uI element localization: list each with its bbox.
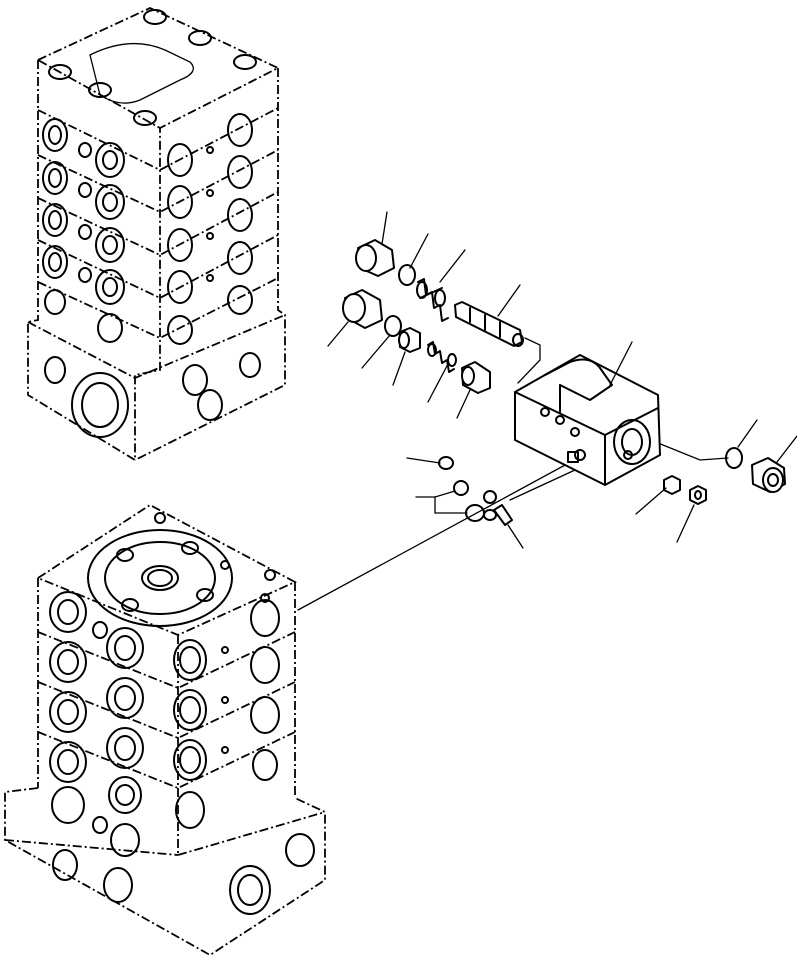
callout-leaders <box>327 211 797 549</box>
spring-small <box>427 341 457 373</box>
plug-large-upper <box>355 239 395 277</box>
plug-large-lower <box>342 289 383 329</box>
plug-right <box>751 457 786 493</box>
o-ring-set <box>438 456 513 526</box>
o-ring-upper <box>398 264 416 286</box>
o-ring-right <box>725 447 743 469</box>
small-plug-right <box>663 475 707 505</box>
piston <box>461 361 491 394</box>
assembly-lines <box>297 337 729 611</box>
spool <box>454 301 524 347</box>
sleeve <box>398 327 421 353</box>
o-ring-lower <box>384 315 402 337</box>
lower-control-valve-stack <box>4 503 326 957</box>
upper-control-valve-stack <box>27 7 286 462</box>
service-valve-block <box>514 354 661 486</box>
spring-upper <box>416 278 449 322</box>
